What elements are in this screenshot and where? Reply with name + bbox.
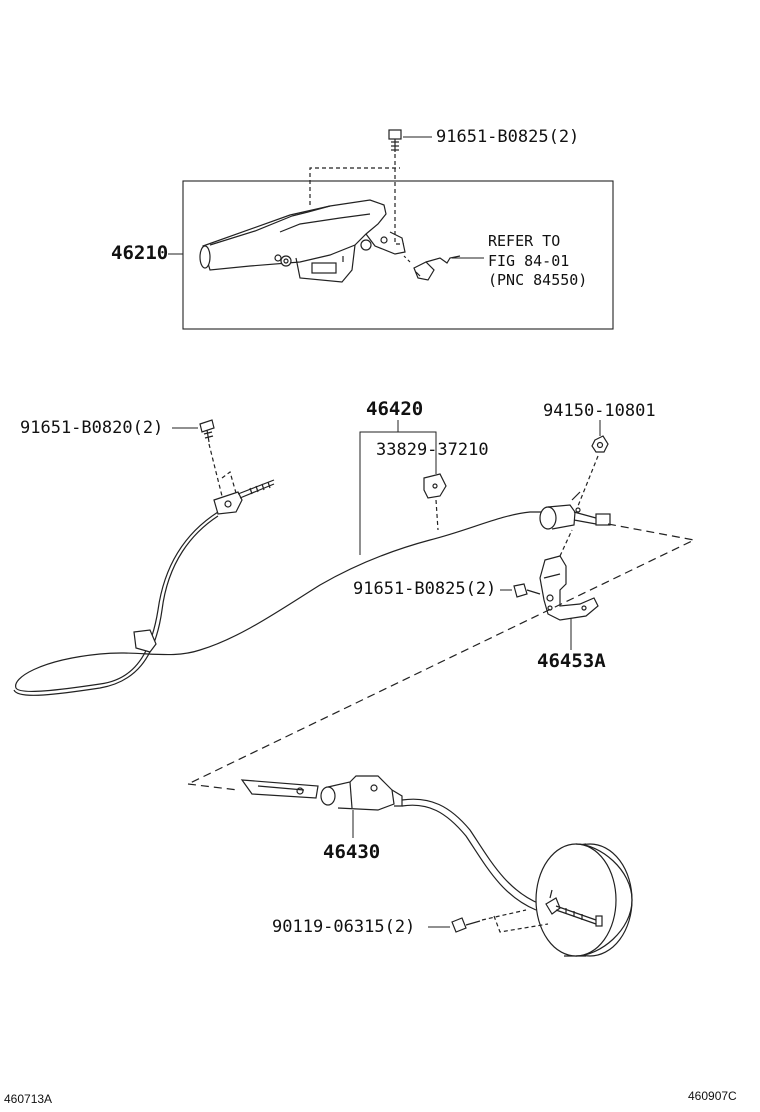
label-refer-line3: (PNC 84550) (488, 271, 588, 289)
rear-cable-front-end (240, 775, 403, 811)
label-refer-line1: REFER TO (488, 232, 561, 250)
code-left: 460713A (4, 1092, 53, 1106)
label-bolt-bracket: 91651-B0825(2) (353, 579, 497, 599)
brake-drum (535, 843, 633, 957)
label-bolt-left: 91651-B0820(2) (20, 418, 164, 438)
bolt-rear (451, 917, 481, 933)
label-clip: 33829-37210 (376, 440, 489, 460)
lever-switch (403, 255, 461, 281)
label-refer-line2: FIG 84-01 (488, 252, 570, 270)
loop-clip (133, 629, 157, 653)
cable-left-end (213, 479, 275, 515)
bolt-left (199, 419, 215, 443)
rear-cable-end (545, 889, 603, 927)
nut-part (591, 435, 609, 453)
lever-bolt (388, 129, 402, 152)
label-bolt-rear: 90119-06315(2) (272, 917, 416, 937)
cable-front-line (15, 511, 546, 692)
label-lever-assy: 46210 (111, 242, 169, 264)
label-nut: 94150-10801 (543, 401, 656, 421)
lever-assy-part (199, 199, 406, 283)
clip-part (423, 473, 447, 499)
label-bolt-lever: 91651-B0825(2) (436, 127, 580, 147)
bolt-bracket (513, 583, 541, 598)
code-right: 460907C (688, 1089, 737, 1103)
cable-rear-line (401, 798, 557, 909)
label-bracket: 46453A (537, 650, 606, 672)
lever-assy-box (182, 180, 614, 330)
label-cable-rear: 46430 (323, 841, 381, 863)
label-cable-front: 46420 (366, 398, 424, 420)
cable-right-end (539, 491, 611, 530)
